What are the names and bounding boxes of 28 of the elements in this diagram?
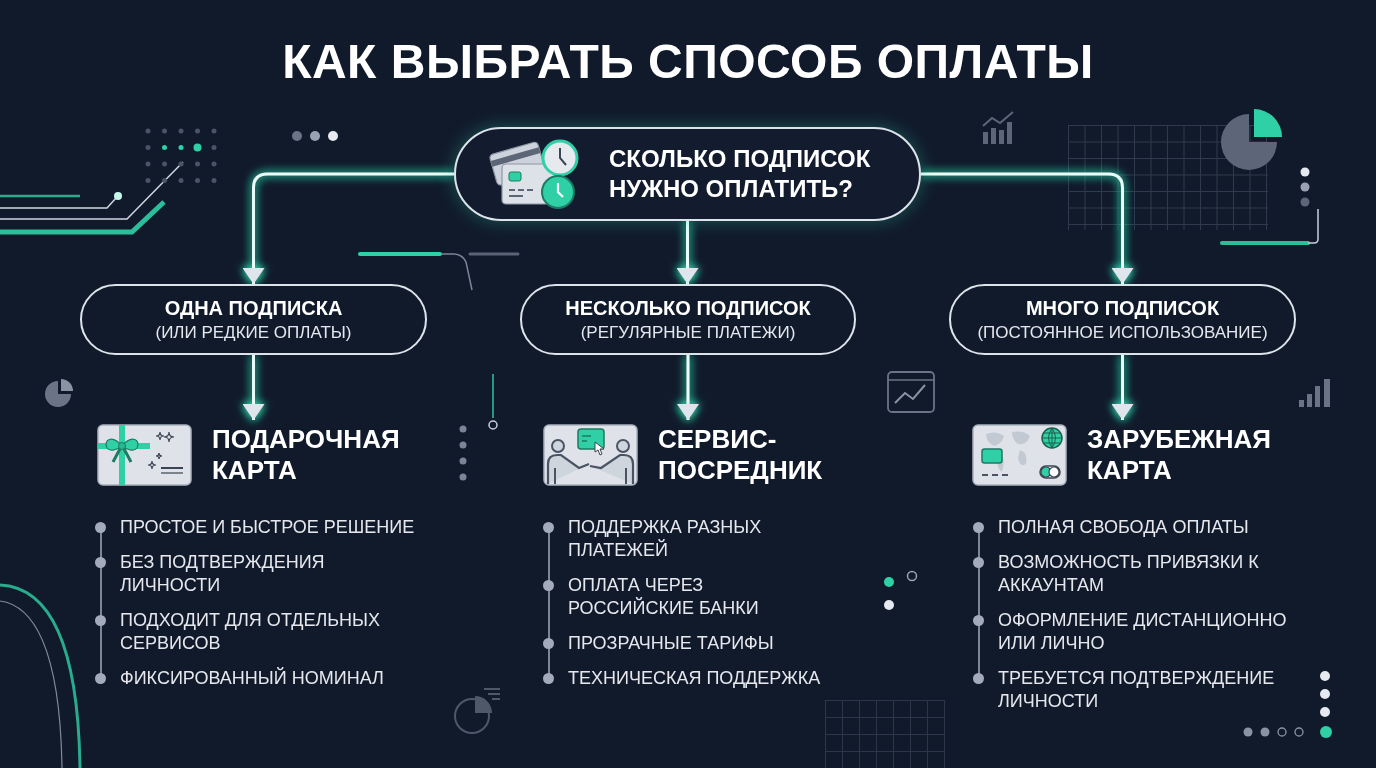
bullet-text: ТРЕБУЕТСЯ ПОДТВЕРЖДЕНИЕ ЛИЧНОСТИ	[998, 667, 1276, 713]
arrow	[921, 172, 1134, 284]
option-title: НЕСКОЛЬКО ПОДПИСОК	[565, 295, 811, 321]
bullet-text: ТЕХНИЧЕСКАЯ ПОДДЕРЖКА	[568, 667, 821, 690]
bullet-text: ПРОСТОЕ И БЫСТРОЕ РЕШЕНИЕ	[120, 516, 415, 539]
title: КАК ВЫБРАТЬ СПОСОБ ОПЛАТЫ	[282, 34, 1094, 90]
question-box	[454, 127, 921, 221]
method-heading: СЕРВИС-ПОСРЕДНИК	[658, 424, 824, 486]
option-subtitle: (ПОСТОЯННОЕ ИСПОЛЬЗОВАНИЕ)	[977, 321, 1268, 344]
bullet-text: БЕЗ ПОДТВЕРЖДЕНИЯ ЛИЧНОСТИ	[120, 551, 326, 597]
arrow	[242, 172, 454, 284]
bullet-text: ПРОЗРАЧНЫЕ ТАРИФЫ	[568, 632, 774, 655]
bullet-text: ПОЛНАЯ СВОБОДА ОПЛАТЫ	[998, 516, 1249, 539]
bullet-text: ПОДХОДИТ ДЛЯ ОТДЕЛЬНЫХ СЕРВИСОВ	[120, 609, 382, 655]
bullet-text: ФИКСИРОВАННЫЙ НОМИНАЛ	[120, 667, 384, 690]
method-heading: ПОДАРОЧНАЯ КАРТА	[212, 424, 401, 486]
option-title: МНОГО ПОДПИСОК	[1025, 295, 1220, 321]
bullet-text: ОПЛАТА ЧЕРЕЗ РОССИЙСКИЕ БАНКИ	[568, 574, 760, 620]
bullet-text: ВОЗМОЖНОСТЬ ПРИВЯЗКИ К АККАУНТАМ	[998, 551, 1260, 597]
option-subtitle: (РЕГУЛЯРНЫЕ ПЛАТЕЖИ)	[580, 321, 796, 344]
arrow	[676, 221, 699, 284]
option-subtitle: (ИЛИ РЕДКИЕ ОПЛАТЫ)	[155, 321, 352, 344]
bullet-text: ОФОРМЛЕНИЕ ДИСТАНЦИОННО ИЛИ ЛИЧНО	[998, 609, 1288, 655]
option-title: ОДНА ПОДПИСКА	[164, 295, 343, 321]
arrow	[677, 355, 699, 420]
question-text: СКОЛЬКО ПОДПИСОК НУЖНО ОПЛАТИТЬ?	[609, 144, 872, 204]
bullet-text: ПОДДЕРЖКА РАЗНЫХ ПЛАТЕЖЕЙ	[568, 516, 763, 562]
method-heading: ЗАРУБЕЖНАЯ КАРТА	[1087, 424, 1272, 486]
